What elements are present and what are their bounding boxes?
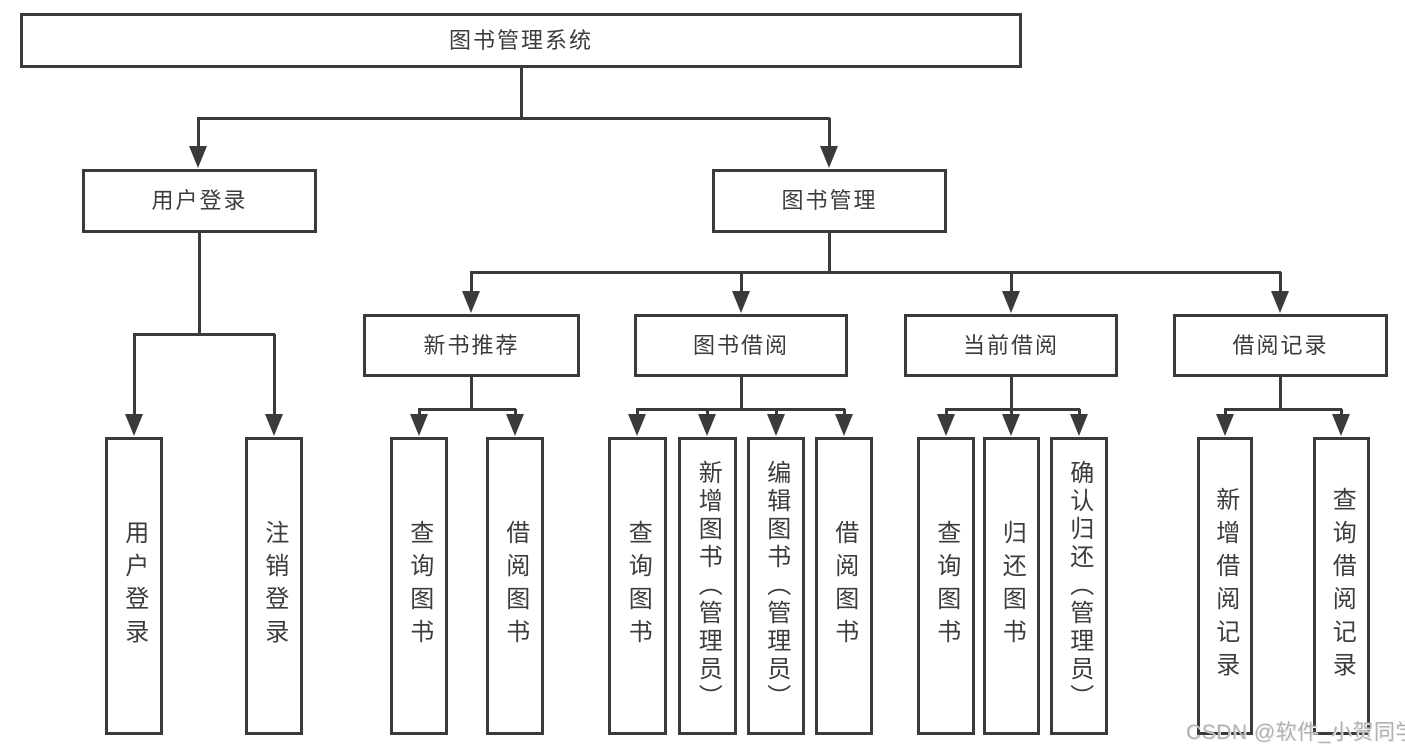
connector-line (1009, 377, 1013, 409)
node-leaf-user-login: 用户登录 (105, 437, 163, 735)
node-label: 用户登录 (120, 520, 148, 652)
connector-line (944, 409, 948, 418)
node-label: 用户登录 (151, 188, 248, 214)
node-borrowing-records: 借阅记录 (1173, 314, 1388, 377)
node-label: 确认归还（管理员） (1065, 460, 1093, 712)
connector-line (1278, 377, 1282, 409)
node-label: 借阅图书 (501, 520, 529, 652)
arrowhead-down-icon (462, 291, 480, 313)
node-leaf-current-confirm-return: 确认归还（管理员） (1050, 437, 1108, 735)
arrowhead-down-icon (125, 414, 143, 436)
arrowhead-down-icon (698, 414, 716, 436)
connector-line (133, 332, 275, 336)
node-root: 图书管理系统 (20, 13, 1022, 68)
node-label: 编辑图书（管理员） (762, 460, 790, 712)
connector-line (705, 409, 709, 418)
connector-line (197, 116, 830, 120)
node-new-book-recommend: 新书推荐 (363, 314, 580, 377)
arrowhead-down-icon (1271, 291, 1289, 313)
arrowhead-down-icon (506, 414, 524, 436)
connector-line (513, 409, 517, 418)
node-leaf-borrow-add-books: 新增图书（管理员） (678, 437, 737, 735)
arrowhead-down-icon (820, 146, 838, 168)
arrowhead-down-icon (1070, 414, 1088, 436)
node-leaf-records-add-record: 新增借阅记录 (1197, 437, 1253, 735)
node-leaf-records-query-record: 查询借阅记录 (1313, 437, 1370, 735)
connector-line (945, 407, 1080, 411)
connector-line (774, 409, 778, 418)
node-label: 查询借阅记录 (1328, 487, 1356, 685)
node-label: 新增图书（管理员） (694, 460, 722, 712)
node-label: 图书管理 (781, 188, 878, 214)
node-label: 当前借阅 (962, 332, 1059, 358)
connector-line (469, 377, 473, 409)
arrowhead-down-icon (410, 414, 428, 436)
arrowhead-down-icon (835, 414, 853, 436)
node-leaf-newrec-borrow-books: 借阅图书 (486, 437, 544, 735)
arrowhead-down-icon (732, 291, 750, 313)
arrowhead-down-icon (1216, 414, 1234, 436)
connector-line (842, 409, 846, 418)
arrowhead-down-icon (937, 414, 955, 436)
arrowhead-down-icon (628, 414, 646, 436)
node-book-borrowing: 图书借阅 (634, 314, 848, 377)
arrowhead-down-icon (189, 146, 207, 168)
arrowhead-down-icon (1002, 414, 1020, 436)
node-leaf-current-query-books: 查询图书 (917, 437, 975, 735)
arrowhead-down-icon (767, 414, 785, 436)
connector-line (1223, 409, 1227, 418)
connector-line (1009, 272, 1013, 296)
node-leaf-logout: 注销登录 (245, 437, 303, 735)
connector-line (519, 68, 523, 118)
watermark: CSDN @软件_小贺同学 (1186, 721, 1405, 744)
node-leaf-newrec-query-books: 查询图书 (390, 437, 448, 735)
connector-line (739, 272, 743, 296)
connector-line (636, 407, 845, 411)
connector-line (739, 377, 743, 409)
node-label: 查询图书 (624, 520, 652, 652)
connector-line (827, 118, 831, 150)
node-label: 查询图书 (932, 520, 960, 652)
node-leaf-current-return-books: 归还图书 (983, 437, 1040, 735)
node-label: 借阅记录 (1232, 332, 1329, 358)
node-label: 注销登录 (260, 520, 288, 652)
connector-line (1278, 272, 1282, 296)
connector-line (1077, 409, 1081, 418)
connector-line (197, 233, 201, 334)
connector-line (417, 409, 421, 418)
node-leaf-borrow-edit-books: 编辑图书（管理员） (747, 437, 805, 735)
connector-line (827, 233, 831, 272)
arrowhead-down-icon (1332, 414, 1350, 436)
node-label: 查询图书 (405, 520, 433, 652)
connector-line (635, 409, 639, 418)
connector-line (272, 334, 276, 418)
connector-line (196, 118, 200, 150)
connector-line (1224, 407, 1342, 411)
connector-line (1009, 409, 1013, 418)
node-current-borrowing: 当前借阅 (904, 314, 1118, 377)
connector-line (132, 334, 136, 418)
node-label: 图书借阅 (692, 332, 789, 358)
node-label: 新增借阅记录 (1211, 487, 1239, 685)
node-label: 新书推荐 (423, 332, 520, 358)
node-leaf-borrow-query-books: 查询图书 (608, 437, 667, 735)
node-label: 归还图书 (998, 520, 1026, 652)
arrowhead-down-icon (1002, 291, 1020, 313)
connector-line (418, 407, 516, 411)
arrowhead-down-icon (265, 414, 283, 436)
connector-line (470, 270, 1281, 274)
connector-line (1339, 409, 1343, 418)
connector-line (469, 272, 473, 296)
node-user-login: 用户登录 (82, 169, 317, 233)
node-label: 借阅图书 (830, 520, 858, 652)
node-book-management: 图书管理 (712, 169, 947, 233)
node-label: 图书管理系统 (448, 27, 593, 53)
node-leaf-borrow-borrow-books: 借阅图书 (815, 437, 873, 735)
